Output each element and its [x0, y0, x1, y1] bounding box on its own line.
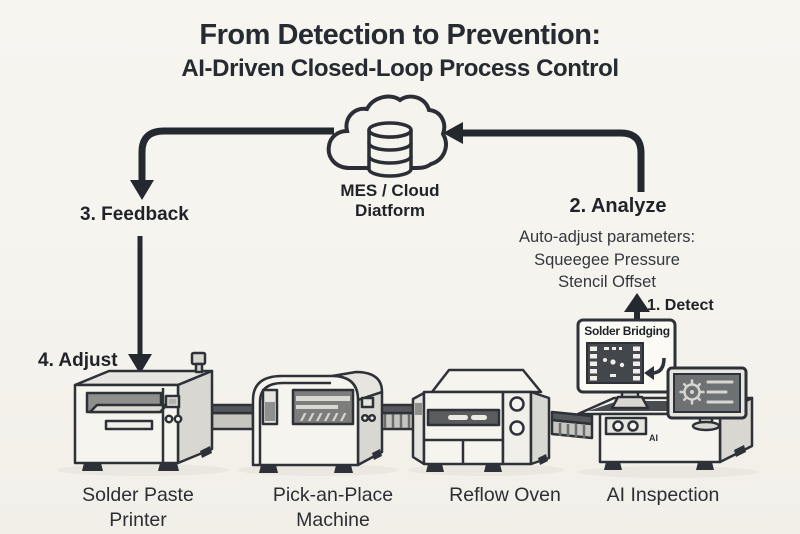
belt-body: [210, 411, 255, 431]
machine-foot: [696, 462, 714, 470]
pnp-arch-line: [258, 381, 331, 465]
arrowhead-up-icon: [624, 293, 650, 312]
pick-and-place-machine: [251, 370, 384, 473]
pnp-gantry-rail: [296, 396, 350, 401]
oven-side: [529, 390, 551, 466]
ground-shadows: [57, 464, 758, 478]
database-icon: [367, 121, 413, 178]
cloud-platform-label: MES / Cloud Diatform: [340, 181, 440, 220]
conveyor-pnp-to-reflow: [376, 403, 417, 431]
solder-paste-printer-machine: [73, 351, 214, 471]
analyze-parameters-text: Auto-adjust parameters: Squeegee Pressur…: [518, 228, 696, 291]
oven-handle: [471, 415, 487, 420]
oven-hood: [430, 368, 543, 394]
cloud-database-icon: [326, 94, 448, 178]
inspection-button: [627, 420, 639, 432]
arrow-cloud-to-feedback: [130, 127, 334, 200]
gear-icon: [679, 379, 705, 405]
belt-rail: [376, 403, 417, 415]
defect-monitor-title: Solder Bridging: [584, 324, 670, 338]
oven-knob: [509, 396, 525, 412]
pcb-icon: [586, 342, 644, 384]
inspection-button: [612, 420, 624, 432]
oven-knob: [509, 420, 525, 436]
machine-foot: [426, 464, 444, 472]
arrow-analyze-to-cloud: [443, 122, 645, 192]
printer-tray: [104, 419, 154, 431]
pnp-left-window: [265, 402, 275, 421]
pnp-screen: [360, 396, 375, 409]
machine-foot: [334, 465, 353, 473]
oven-handle: [448, 415, 468, 420]
belt-rail: [210, 403, 255, 415]
arrowhead-down-icon: [130, 180, 154, 200]
step-2-analyze-label: 2. Analyze: [569, 195, 667, 217]
step-3-feedback-label: 3. Feedback: [80, 204, 189, 225]
machine-label-reflow-oven: Reflow Oven: [449, 484, 561, 506]
arrow-feedback-to-adjust: [128, 236, 152, 374]
printer-stencil-shelf: [88, 403, 169, 414]
database-ring: [367, 142, 413, 152]
machine-foot: [200, 446, 212, 458]
return-arrowhead: [644, 366, 654, 380]
gear-hub: [690, 390, 694, 394]
reflow-oven-machine: [411, 368, 551, 472]
machine-foot: [734, 445, 746, 457]
pcb-pads: [590, 346, 640, 381]
ai-machine-badge: AI: [649, 433, 658, 443]
machine-foot: [604, 462, 622, 470]
pnp-button: [360, 413, 370, 423]
return-arrow-icon: [644, 357, 666, 380]
machine-foot: [158, 463, 179, 471]
conveyor-printer-to-pnp: [210, 403, 255, 431]
database-top: [367, 121, 413, 139]
oven-left-notch: [415, 403, 422, 415]
printer-button: [164, 414, 174, 424]
machine-label-solder-paste-printer: Solder Paste Printer: [82, 484, 194, 531]
printer-button: [173, 414, 183, 424]
belt-hatches: [383, 414, 411, 428]
monitor-base: [610, 395, 650, 410]
page-title-line2: AI-Driven Closed-Loop Process Control: [181, 55, 619, 82]
machine-foot: [538, 454, 548, 465]
pnp-feeder-slats: [300, 413, 347, 421]
machine-label-pick-and-place: Pick-an-Place Machine: [272, 484, 394, 531]
printer-beacon-stem: [194, 362, 204, 374]
printer-beacon: [190, 351, 207, 366]
pnp-gantry-rail: [296, 405, 338, 409]
inspection-button-panel: [604, 416, 648, 436]
arrowhead-left-icon: [443, 122, 463, 144]
arrowhead-down-icon: [128, 354, 152, 374]
machine-foot: [484, 464, 502, 472]
ai-inspection-machine: [576, 318, 754, 470]
arrow-line: [460, 129, 645, 192]
belt-hatches: [558, 423, 586, 438]
monitor-base: [691, 420, 721, 432]
menu-lines-icon: [706, 380, 734, 404]
machine-foot: [372, 449, 382, 460]
database-ring: [367, 155, 413, 165]
machine-foot: [82, 463, 103, 471]
step-1-detect-label: 1. Detect: [647, 297, 714, 314]
step-4-adjust-label: 4. Adjust: [38, 350, 118, 371]
arrow-line: [138, 127, 334, 184]
conveyor-reflow-to-inspection: [550, 410, 594, 440]
page-title-line1: From Detection to Prevention:: [199, 19, 601, 51]
pnp-button: [367, 413, 377, 423]
printer-screen-glass: [168, 398, 177, 405]
machine-label-ai-inspection: AI Inspection: [606, 484, 720, 506]
settings-monitor: [666, 366, 748, 432]
machine-foot: [259, 465, 278, 473]
defect-monitor: [576, 318, 677, 394]
